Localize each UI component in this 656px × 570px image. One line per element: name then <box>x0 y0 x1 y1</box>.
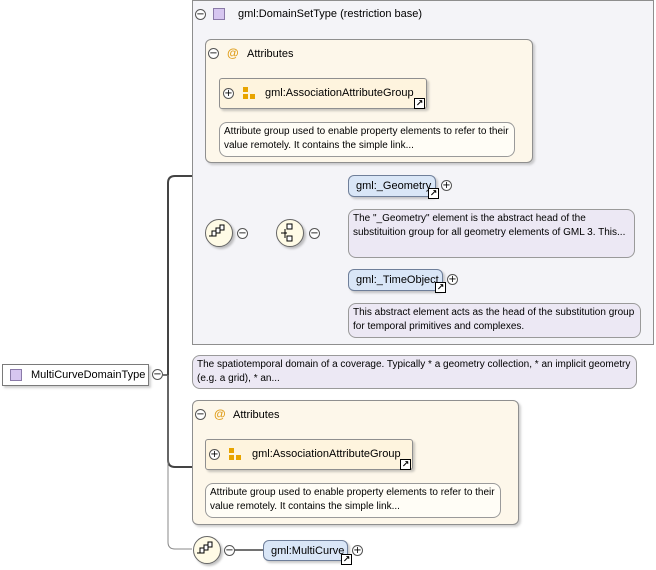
root-collapse-toggle[interactable]: − <box>152 369 163 380</box>
attribute-group-icon <box>229 448 243 462</box>
multi-curve-element-name: gml:MultiCurve <box>271 544 345 557</box>
at-sign-icon: @ <box>214 407 226 421</box>
root-complex-type[interactable]: MultiCurveDomainType <box>2 364 149 386</box>
reference-arrow-icon[interactable]: ↗ <box>428 188 439 199</box>
choice-icon[interactable] <box>276 219 304 247</box>
attribute-group-icon <box>243 87 257 101</box>
attribute-group-expand-toggle[interactable]: + <box>209 449 220 460</box>
attribute-group-expand-toggle[interactable]: + <box>223 88 234 99</box>
reference-arrow-icon[interactable]: ↗ <box>414 98 425 109</box>
attribute-group-note: Attribute group used to enable property … <box>205 483 501 518</box>
geometry-element-name: gml:_Geometry <box>356 180 432 192</box>
time-object-element-name: gml:_TimeObject <box>356 274 439 286</box>
domain-set-collapse-toggle[interactable]: − <box>195 9 206 20</box>
attribute-group-name: gml:AssociationAttributeGroup <box>252 448 401 460</box>
reference-arrow-icon[interactable]: ↗ <box>341 554 352 565</box>
time-object-expand-toggle[interactable]: + <box>447 274 458 285</box>
sequence-icon[interactable] <box>205 219 233 247</box>
geometry-element[interactable]: gml:_Geometry <box>348 175 436 197</box>
attributes-collapse-toggle[interactable]: − <box>208 48 219 59</box>
attribute-group-note: Attribute group used to enable property … <box>219 122 515 157</box>
attributes-label: Attributes <box>233 409 280 421</box>
at-sign-icon: @ <box>227 46 239 60</box>
complex-type-icon <box>10 369 22 381</box>
sequence-icon[interactable] <box>193 536 221 564</box>
attribute-group-ref[interactable] <box>219 78 427 109</box>
domain-set-header: gml:DomainSetType (restriction base) <box>238 8 423 20</box>
attributes-label: Attributes <box>247 48 294 60</box>
root-name: MultiCurveDomainType <box>31 369 146 381</box>
geometry-expand-toggle[interactable]: + <box>441 180 452 191</box>
multi-curve-element[interactable]: gml:MultiCurve <box>263 540 348 561</box>
reference-arrow-icon[interactable]: ↗ <box>435 282 446 293</box>
attribute-group-name: gml:AssociationAttributeGroup <box>265 87 414 99</box>
choice-collapse-toggle[interactable]: − <box>309 228 320 239</box>
multi-curve-expand-toggle[interactable]: + <box>352 545 363 556</box>
sequence-collapse-toggle[interactable]: − <box>224 545 235 556</box>
time-object-note: This abstract element acts as the head o… <box>348 303 641 338</box>
attribute-group-ref[interactable] <box>205 439 413 470</box>
attributes-collapse-toggle[interactable]: − <box>195 409 206 420</box>
time-object-element[interactable]: gml:_TimeObject <box>348 269 443 291</box>
reference-arrow-icon[interactable]: ↗ <box>400 459 411 470</box>
sequence-collapse-toggle[interactable]: − <box>237 228 248 239</box>
geometry-note: The "_Geometry" element is the abstract … <box>348 209 635 258</box>
complex-type-icon <box>213 8 225 20</box>
domain-set-doc: The spatiotemporal domain of a coverage.… <box>192 355 637 389</box>
